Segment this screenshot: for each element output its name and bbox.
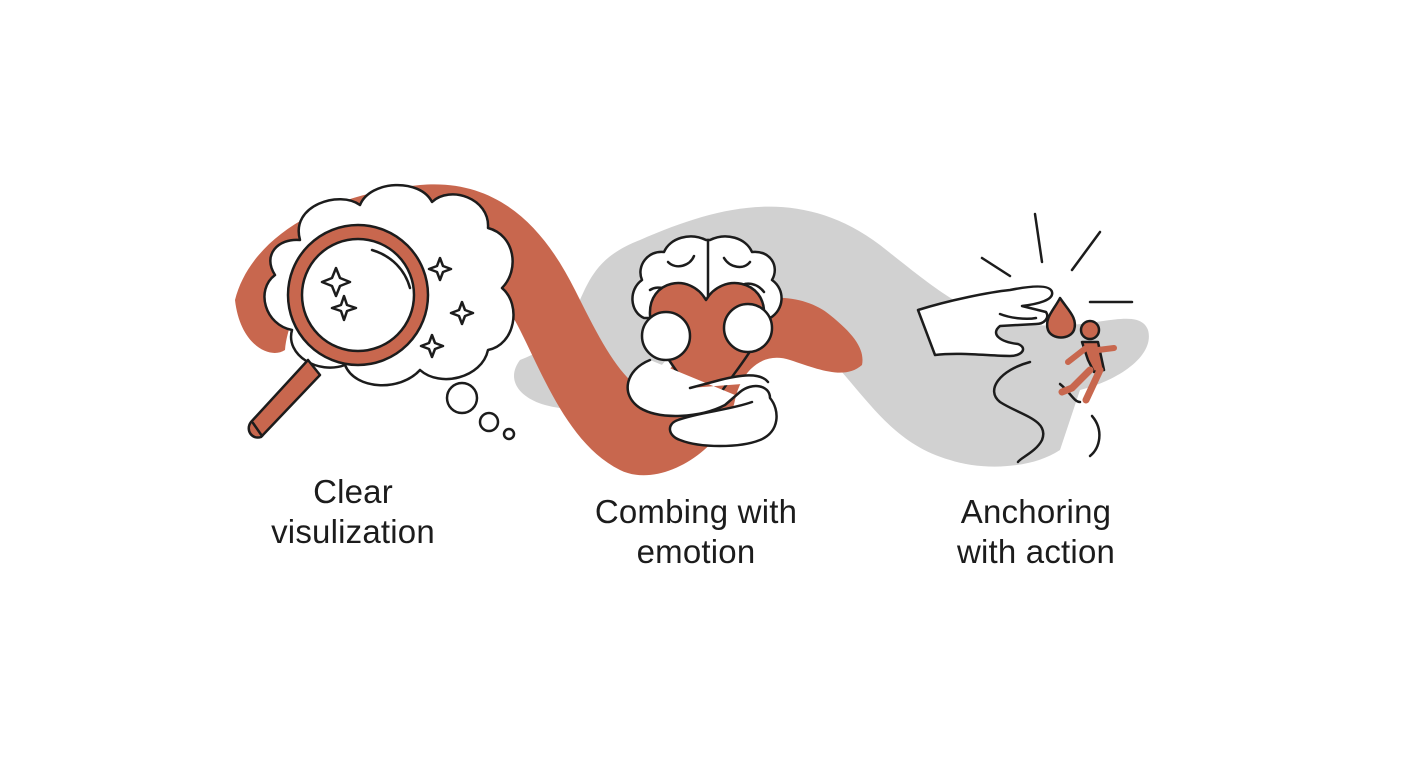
sparkle-icon: [320, 266, 352, 298]
thought-bubble-medium: [478, 411, 500, 433]
step-label-line1: Anchoring: [960, 493, 1112, 530]
running-person-icon: [1058, 319, 1117, 404]
magnifier-handle: [247, 358, 322, 439]
hug-arms: [626, 358, 778, 448]
sparkle-icon: [427, 256, 453, 282]
winding-path: [1058, 382, 1101, 458]
burst-line: [1033, 212, 1044, 264]
hugger-head-right: [722, 302, 774, 354]
sparkle-icon: [449, 300, 475, 326]
reaching-hand: [916, 285, 1054, 358]
hand-drop-runner-icon: [916, 212, 1134, 464]
step-label-clear-visualization: Clear visulization: [193, 472, 513, 552]
thought-bubble-small: [502, 427, 516, 441]
hugger-head-left: [640, 310, 692, 362]
step-label-anchoring-with-action: Anchoring with action: [876, 492, 1196, 572]
burst-line: [1070, 230, 1102, 272]
step-label-line2: visulization: [271, 513, 435, 550]
step-label-combing-with-emotion: Combing with emotion: [536, 492, 856, 572]
thought-bubble-large: [445, 381, 479, 415]
drop-icon: [1045, 296, 1077, 339]
lens-glare: [370, 248, 412, 290]
step-label-line2: emotion: [636, 533, 756, 570]
burst-line: [980, 256, 1012, 278]
brain-heart-hug-icon: [626, 235, 783, 448]
sparkle-icon: [330, 294, 358, 322]
step-label-line2: with action: [956, 533, 1116, 570]
magnifier-thought-cloud-icon: [247, 183, 516, 441]
magnifier-lens-glass: [300, 237, 416, 353]
step-label-line1: Clear: [313, 473, 393, 510]
sparkle-icon: [419, 333, 445, 359]
brain-fold: [722, 256, 752, 269]
brain-fold: [666, 254, 696, 268]
step-label-line1: Combing with: [594, 493, 798, 530]
winding-path: [993, 360, 1045, 464]
